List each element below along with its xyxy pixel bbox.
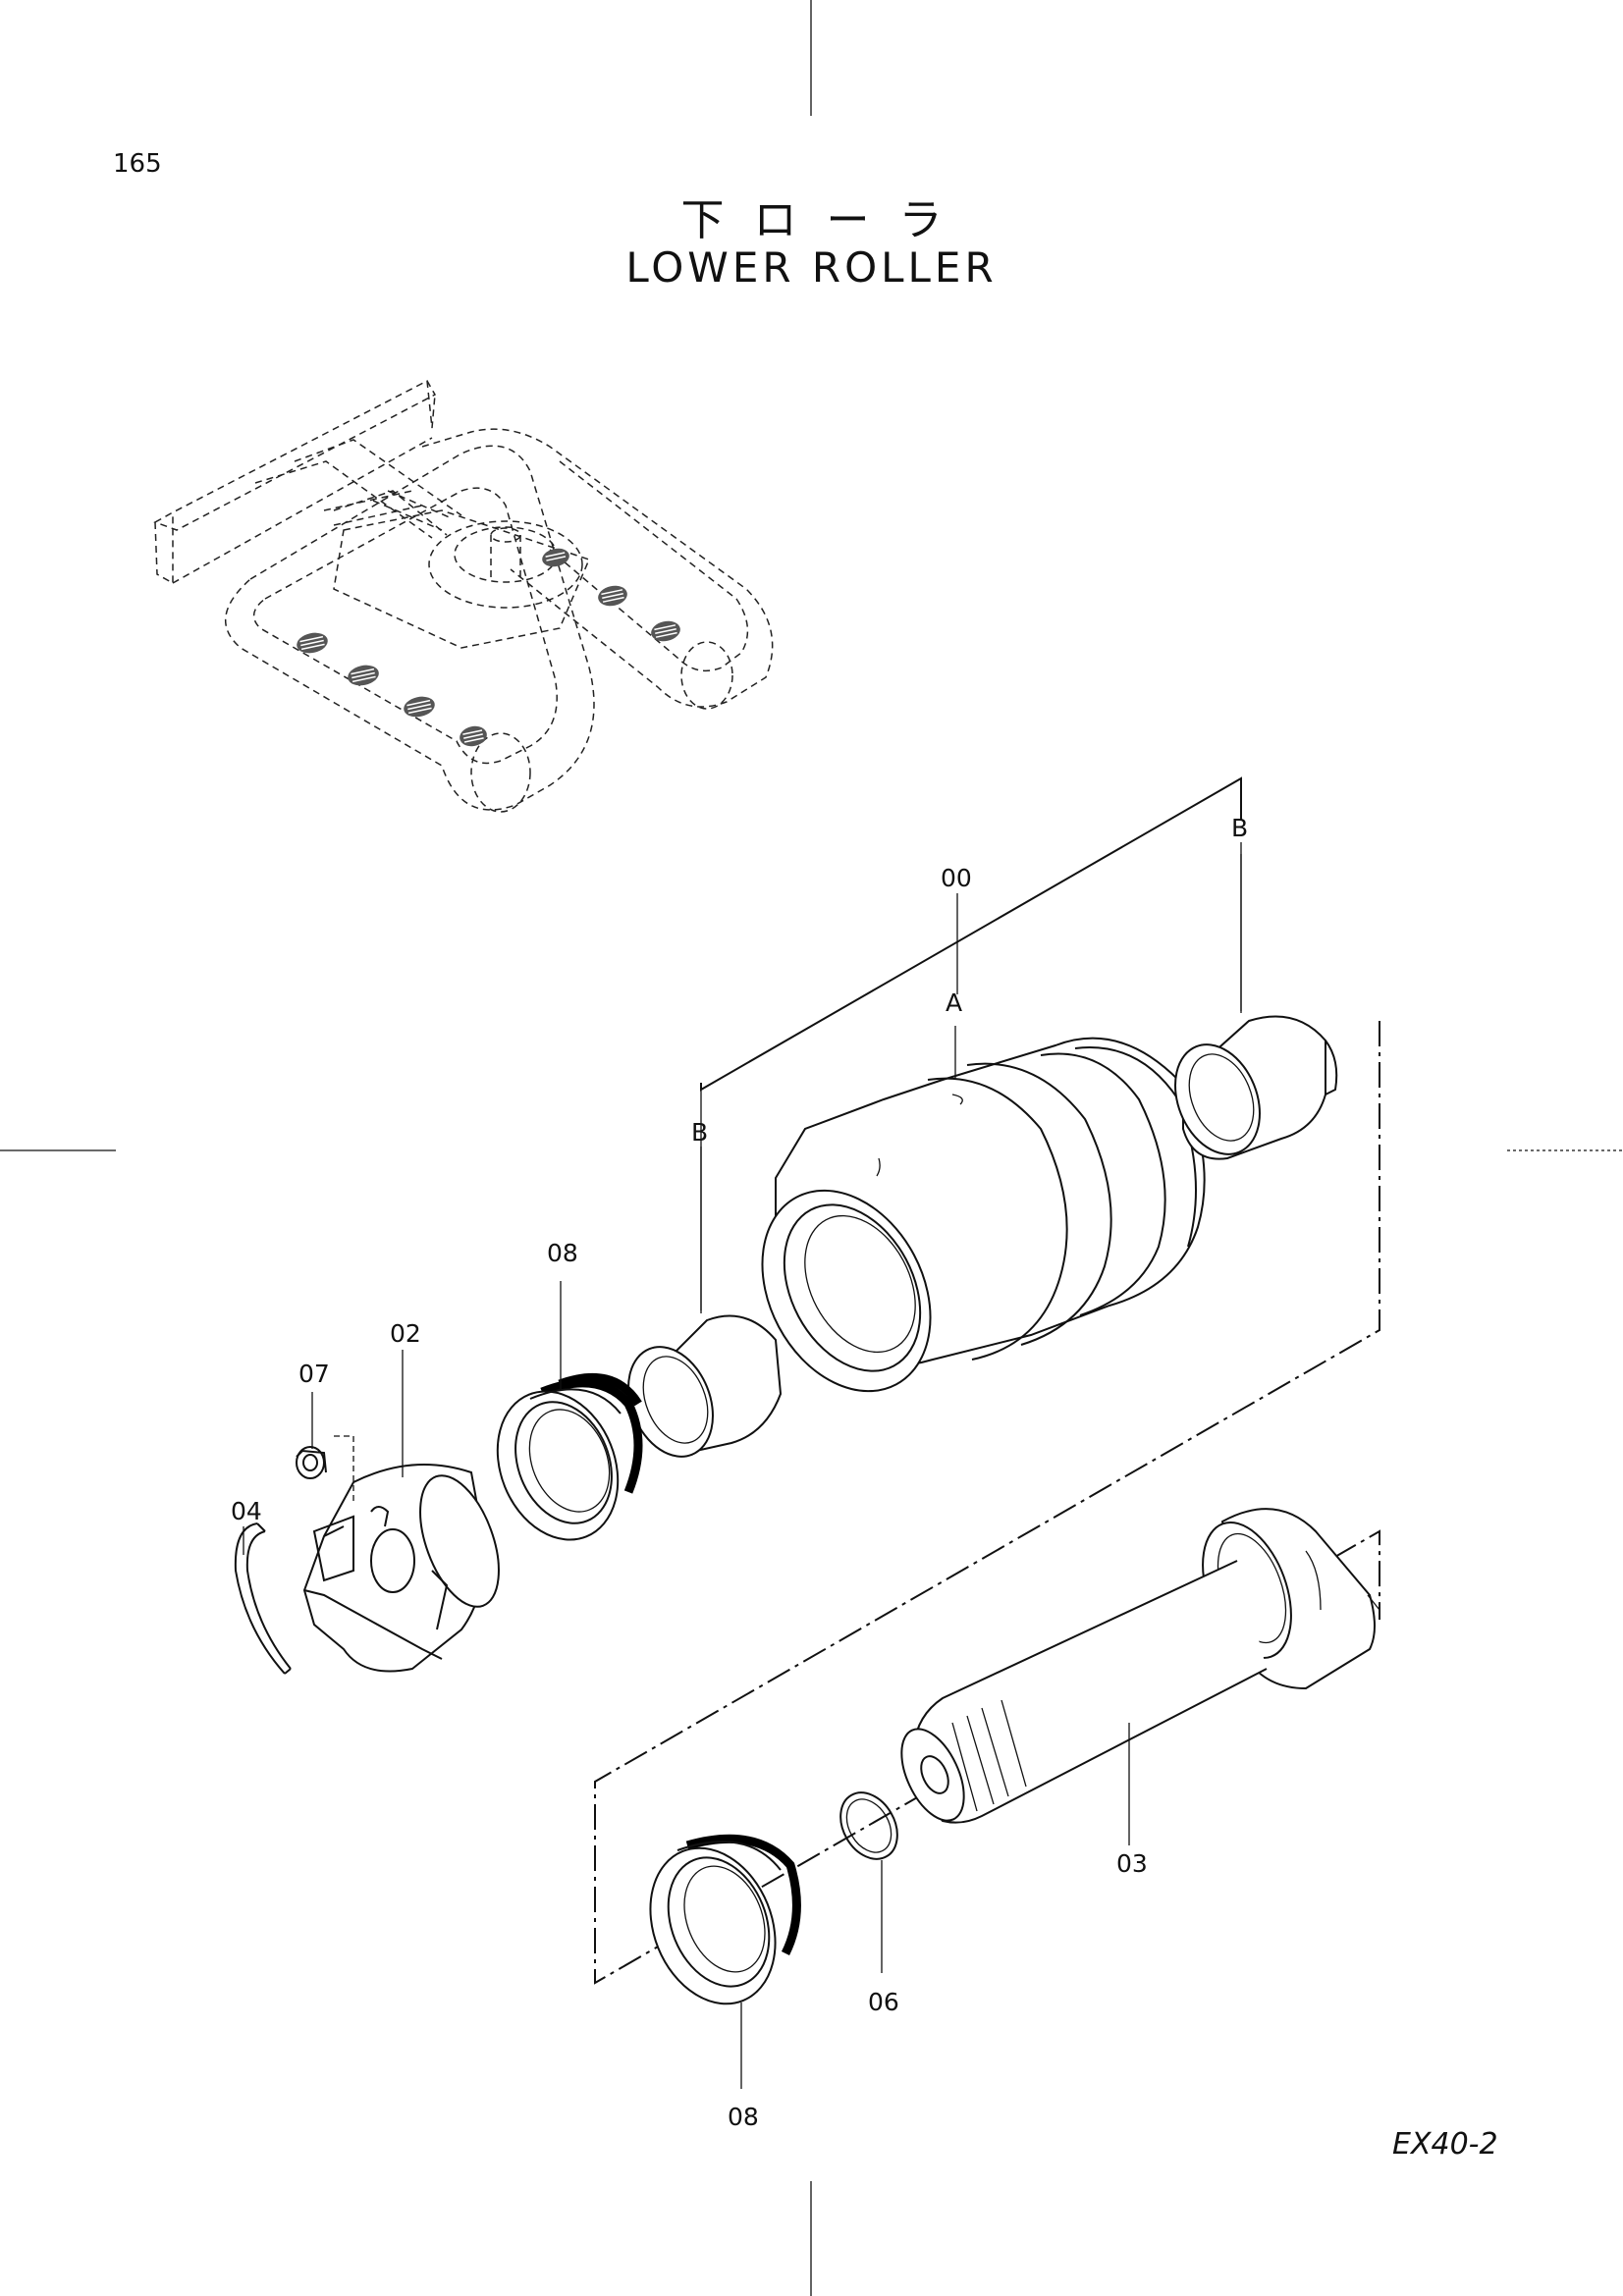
callout-08-bottom: 08 (728, 2103, 759, 2131)
o-ring (839, 1791, 898, 1860)
bushing-left (627, 1314, 783, 1458)
roller-body (761, 1037, 1206, 1393)
title-english: LOWER ROLLER (625, 243, 998, 292)
leader-lines (243, 842, 1242, 2089)
collar (302, 1464, 500, 1673)
callout-b-left: B (691, 1118, 708, 1147)
callout-b-right: B (1231, 814, 1248, 842)
page-number: 165 (113, 149, 162, 179)
callout-00: 00 (941, 864, 972, 892)
callout-03: 03 (1116, 1849, 1148, 1878)
callout-04: 04 (231, 1497, 262, 1525)
callout-06: 06 (868, 1988, 899, 2016)
floating-seal-bottom (649, 1834, 801, 2005)
model-code: EX40-2 (1392, 2127, 1498, 2162)
callout-a: A (946, 988, 962, 1017)
floating-seal-top (496, 1372, 643, 1541)
shaft (900, 1508, 1380, 1824)
callout-07: 07 (298, 1360, 330, 1388)
callout-08-top: 08 (547, 1239, 578, 1267)
callout-02: 02 (390, 1319, 421, 1348)
undercarriage-overview (153, 380, 774, 813)
title-japanese: 下ローラ (680, 195, 972, 245)
bushing-right (1174, 1015, 1338, 1160)
plug (296, 1435, 354, 1502)
highlighted-rollers (297, 548, 680, 747)
callout-labels: 00 A B B 08 02 07 04 03 06 08 (231, 814, 1248, 2131)
